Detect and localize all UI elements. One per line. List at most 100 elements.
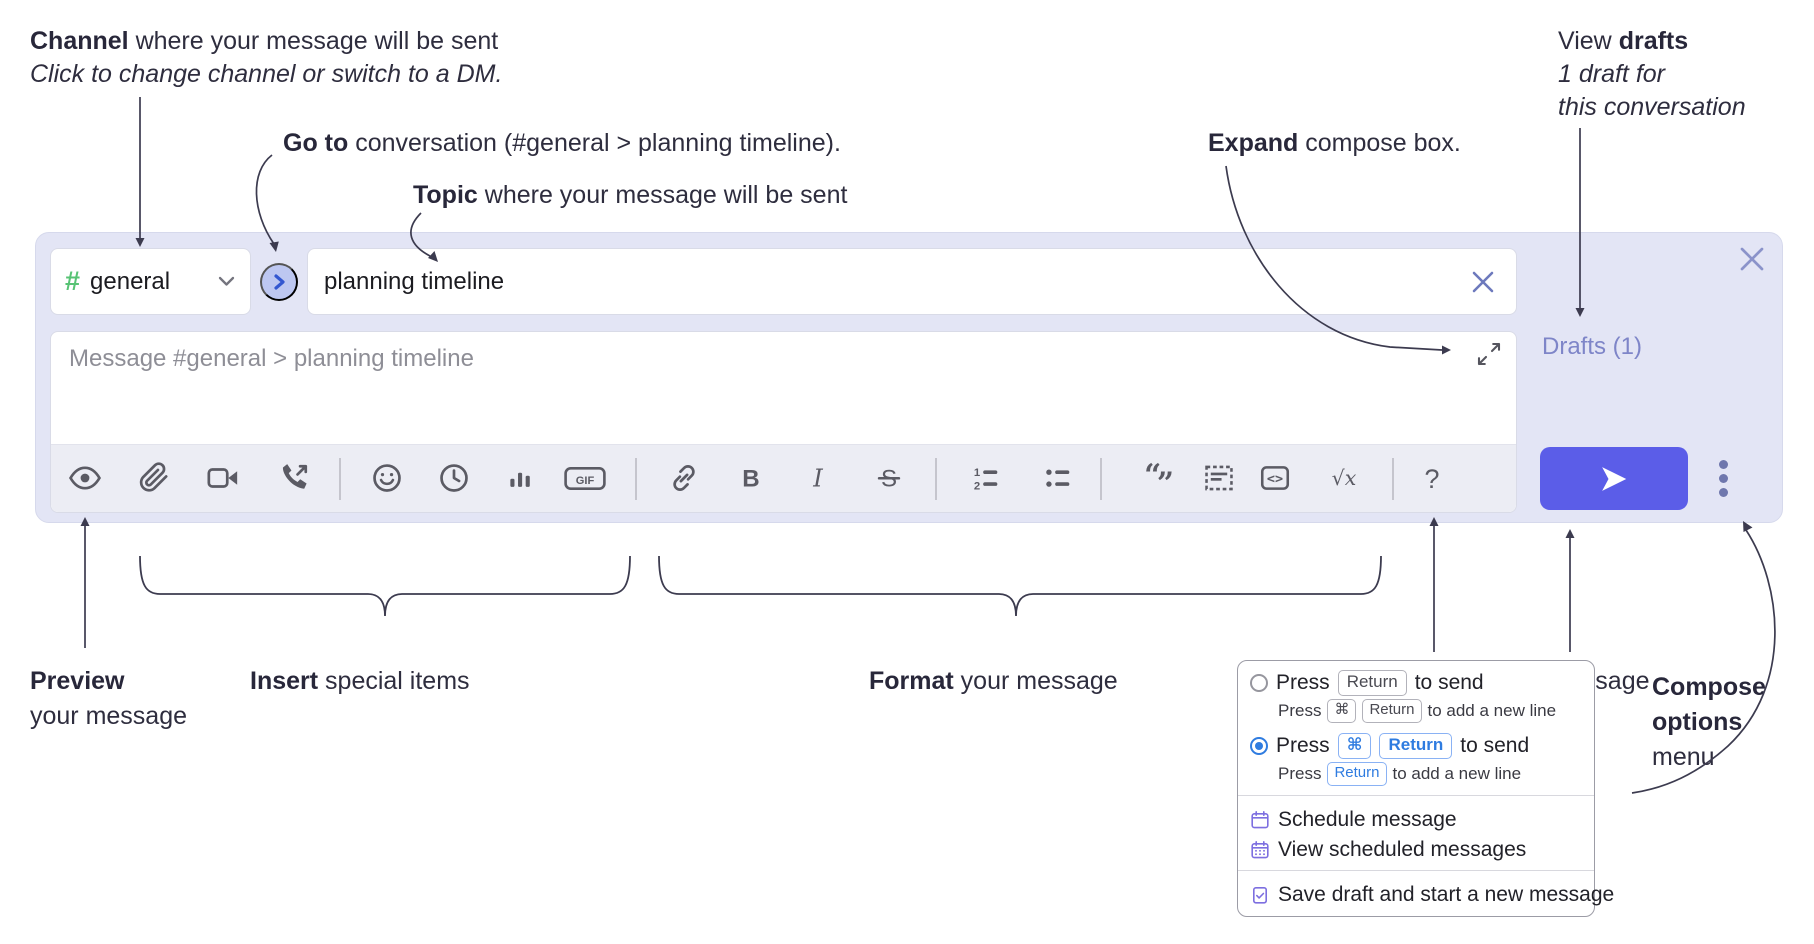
- menu-divider: [1238, 870, 1594, 871]
- svg-text:“: “: [1144, 461, 1161, 493]
- channel-hash-icon: #: [65, 266, 81, 296]
- goto-annotation: Go to conversation (#general > planning …: [283, 128, 841, 158]
- code-button[interactable]: <>: [1258, 461, 1292, 495]
- toolbar-divider: [935, 458, 937, 500]
- add-global-time-button[interactable]: [437, 461, 471, 495]
- go-to-conversation-button[interactable]: [260, 263, 298, 301]
- channel-annotation-bold: Channel: [30, 27, 129, 55]
- quote-button[interactable]: “ ”: [1142, 458, 1176, 502]
- topic-annotation: Topic where your message will be sent: [413, 180, 847, 210]
- clock-icon: [440, 464, 468, 492]
- format-annotation: Format your message: [869, 666, 1118, 696]
- formatting-help-button[interactable]: ?: [1415, 461, 1449, 495]
- drafts-annotation-line2: 1 draft for: [1558, 60, 1665, 88]
- format-annotation-bold: Format: [869, 667, 954, 695]
- link-icon: [673, 465, 695, 491]
- italic-button[interactable]: I: [801, 461, 835, 495]
- topic-input[interactable]: [307, 248, 1517, 315]
- attach-file-button[interactable]: [137, 461, 171, 495]
- menu-item-schedule-message[interactable]: Schedule message: [1250, 806, 1586, 834]
- chevron-right-icon: [273, 274, 285, 290]
- compose-options-menu-button[interactable]: [1705, 453, 1741, 503]
- toolbar-divider: [1392, 458, 1394, 500]
- option2-sub-pre: Press: [1278, 764, 1322, 783]
- option1-post: to send: [1414, 671, 1484, 694]
- menu-item-label: Schedule message: [1278, 808, 1457, 831]
- svg-text:”: ”: [1157, 467, 1174, 495]
- voice-call-button[interactable]: [277, 461, 311, 495]
- numbered-list-icon: 1 2: [974, 467, 998, 493]
- math-icon: √x: [1332, 466, 1357, 490]
- svg-text:GIF: GIF: [576, 475, 595, 487]
- kebab-dot: [1718, 473, 1728, 483]
- insert-brace: [139, 555, 631, 617]
- return-key-chip: Return: [1337, 669, 1407, 697]
- channel-annotation-line2: Click to change channel or switch to a D…: [30, 60, 503, 88]
- chevron-down-icon: [218, 276, 235, 286]
- bulleted-list-icon: [1046, 469, 1070, 487]
- compose-menu-annotation-bold1: Compose: [1652, 673, 1766, 701]
- question-mark-icon: ?: [1425, 464, 1440, 494]
- channel-annotation: Channel where your message will be sent: [30, 26, 498, 56]
- return-key-chip: Return: [1379, 732, 1453, 760]
- kebab-dot: [1718, 487, 1728, 497]
- bold-button[interactable]: B: [734, 461, 768, 495]
- add-poll-button[interactable]: [503, 461, 537, 495]
- channel-annotation-rest: where your message will be sent: [128, 27, 499, 55]
- calendar-grid-icon: [1251, 841, 1269, 859]
- send-plane-icon: [1602, 466, 1627, 491]
- option-press-return-to-send[interactable]: Press Return to send: [1250, 669, 1586, 697]
- return-key-chip: Return: [1362, 699, 1422, 723]
- preview-annotation-bold: Preview: [30, 667, 125, 695]
- compose-menu-annotation-bold2: options: [1652, 708, 1743, 736]
- message-input[interactable]: [51, 332, 1516, 446]
- numbered-list-button[interactable]: 1 2: [969, 461, 1003, 495]
- format-annotation-rest: your message: [953, 667, 1118, 695]
- bulleted-list-button[interactable]: [1041, 461, 1075, 495]
- channel-select-button[interactable]: # general: [50, 248, 251, 315]
- math-button[interactable]: √x: [1322, 461, 1366, 495]
- option2-sub-post: to add a new line: [1392, 764, 1522, 783]
- svg-text:2: 2: [974, 481, 980, 493]
- option2-subtext: Press Return to add a new line: [1278, 762, 1586, 786]
- svg-text:√x: √x: [1332, 466, 1357, 490]
- drafts-annotation-bold: drafts: [1618, 27, 1689, 55]
- format-brace: [658, 555, 1382, 617]
- topic-annotation-rest: where your message will be sent: [477, 181, 848, 209]
- menu-item-label: Save draft and start a new message: [1278, 883, 1615, 906]
- spoiler-icon: [1205, 465, 1233, 491]
- expand-compose-button[interactable]: [1474, 340, 1504, 370]
- svg-text:B: B: [742, 466, 759, 493]
- goto-annotation-bold: Go to: [283, 129, 349, 157]
- preview-button[interactable]: [68, 461, 102, 495]
- toolbar-divider: [1100, 458, 1102, 500]
- message-area: GIF B: [50, 331, 1517, 513]
- spoiler-button[interactable]: [1202, 461, 1236, 495]
- strikethrough-button[interactable]: S: [872, 461, 906, 495]
- video-call-button[interactable]: [206, 461, 240, 495]
- kebab-dot: [1718, 459, 1728, 469]
- save-draft-icon: [1252, 886, 1267, 904]
- option1-sub-post: to add a new line: [1427, 701, 1557, 720]
- close-compose-button[interactable]: [1737, 244, 1767, 274]
- return-key-chip: Return: [1327, 762, 1387, 786]
- drafts-annotation-pre: View: [1558, 27, 1619, 55]
- menu-item-save-draft-new-message[interactable]: Save draft and start a new message: [1250, 880, 1614, 910]
- drafts-annotation-line3: this conversation: [1558, 93, 1746, 121]
- option2-pre: Press: [1276, 734, 1330, 757]
- drafts-link[interactable]: Drafts (1): [1542, 333, 1643, 360]
- goto-annotation-rest: conversation (#general > planning timeli…: [348, 129, 841, 157]
- emoji-button[interactable]: [370, 461, 404, 495]
- close-icon: [1740, 247, 1764, 271]
- goto-callout-line: [255, 154, 275, 245]
- clear-topic-button[interactable]: [1469, 268, 1497, 296]
- option-press-cmd-return-to-send[interactable]: Press ⌘ Return to send: [1250, 732, 1586, 760]
- insert-link-button[interactable]: [667, 461, 701, 495]
- add-gif-button[interactable]: GIF: [563, 461, 607, 495]
- gif-icon: GIF: [564, 466, 606, 491]
- send-button[interactable]: [1540, 447, 1688, 510]
- option1-subtext: Press ⌘ Return to add a new line: [1278, 699, 1586, 723]
- menu-item-view-scheduled-messages[interactable]: View scheduled messages: [1250, 836, 1586, 864]
- svg-text:?: ?: [1425, 464, 1440, 494]
